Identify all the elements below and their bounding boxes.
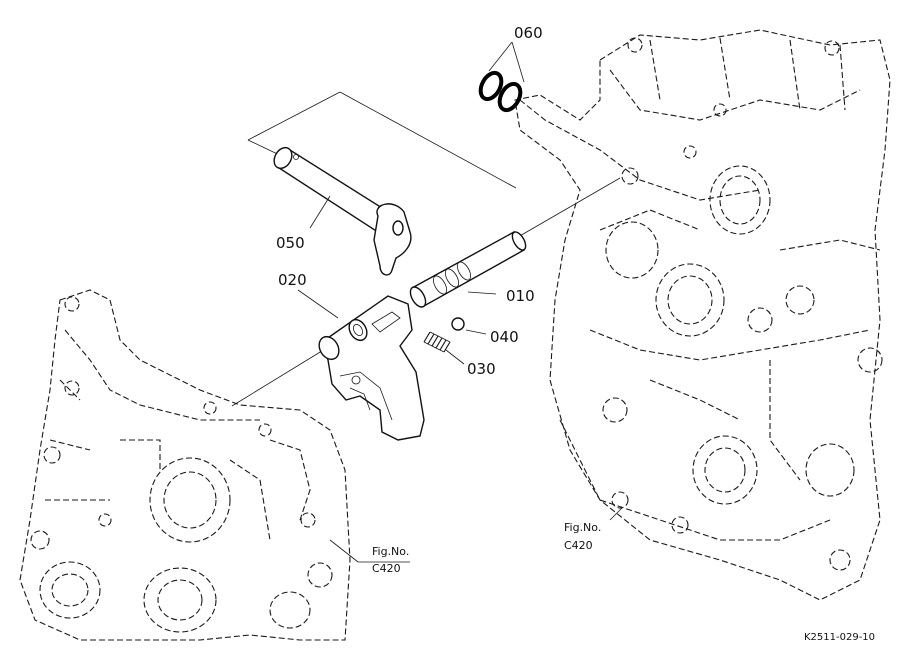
callout-040: 040 bbox=[490, 328, 519, 346]
fig-ref-left-line1: Fig.No. bbox=[372, 545, 409, 558]
shift-fork-020 bbox=[318, 295, 425, 441]
ball-040 bbox=[451, 317, 465, 331]
shift-rod-010 bbox=[409, 231, 527, 308]
transmission-housing-right bbox=[514, 29, 891, 601]
callout-030: 030 bbox=[467, 360, 496, 378]
figure-references: Fig.No. C420 Fig.No. C420 bbox=[372, 521, 601, 575]
callout-labels: 060 050 010 020 040 030 bbox=[276, 24, 543, 378]
transmission-housing-left bbox=[19, 289, 351, 641]
callout-060: 060 bbox=[514, 24, 543, 42]
drawing-code: K2511-029-10 bbox=[804, 632, 875, 643]
callout-050: 050 bbox=[276, 234, 305, 252]
assembly-reference-lines bbox=[231, 91, 621, 407]
callout-020: 020 bbox=[278, 271, 307, 289]
fig-ref-right-line1: Fig.No. bbox=[564, 521, 601, 534]
o-ring-060 bbox=[478, 70, 523, 113]
fig-ref-right-line2: C420 bbox=[564, 539, 593, 552]
spring-030 bbox=[423, 331, 451, 353]
callout-010: 010 bbox=[506, 287, 535, 305]
shift-lever-050 bbox=[273, 146, 412, 276]
fig-ref-left-line2: C420 bbox=[372, 562, 401, 575]
leader-lines bbox=[297, 41, 623, 563]
